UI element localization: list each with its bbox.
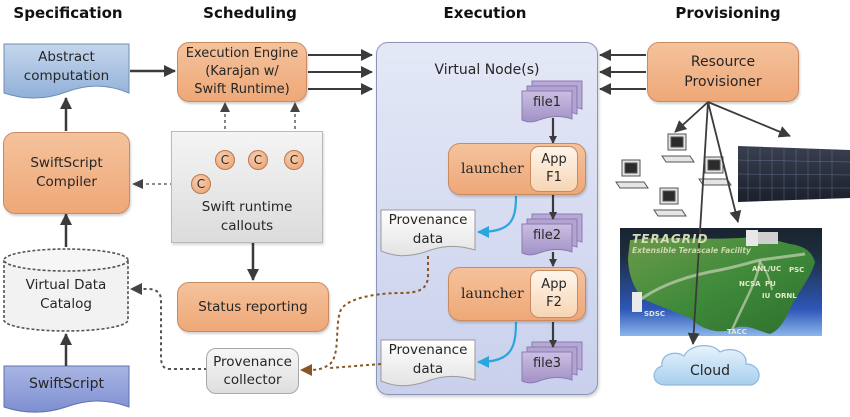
swiftscript-document (3, 365, 130, 413)
app-f2-box[interactable]: App F2 (530, 270, 578, 318)
arrow-launcher1-to-provenance (477, 195, 518, 238)
file1-label: file1 (532, 95, 562, 110)
workstation-cluster-icon (615, 133, 732, 217)
column-title-provisioning: Provisioning (675, 4, 781, 22)
teragrid-title: TERAGRID (632, 232, 709, 246)
resource-provisioner-box[interactable]: Resource Provisioner (647, 42, 799, 102)
swiftscript-label: SwiftScript (28, 376, 104, 392)
file2-label: file2 (532, 228, 562, 243)
site-pu: PU (765, 280, 776, 288)
teragrid-server-icon-3 (632, 292, 642, 312)
callouts-label: Swift runtime callouts (201, 199, 293, 234)
abstract-computation-document (3, 43, 130, 99)
virtual-data-catalog-cylinder (3, 248, 129, 332)
swiftscript-compiler-box[interactable]: SwiftScript Compiler (3, 132, 130, 214)
site-sdsc: SDSC (644, 310, 666, 318)
cloud-shape (653, 345, 760, 386)
arrow-collector-to-catalog (138, 288, 207, 370)
abstract-computation-label: Abstract computation (23, 49, 110, 84)
launcher-label-2: launcher (461, 285, 524, 302)
arrow-provisioner-to-teragrid (707, 101, 742, 223)
provenance-data-document-2 (380, 339, 476, 387)
file3-label: file3 (532, 356, 562, 371)
arrow-provisioner-to-workstations (674, 101, 709, 133)
teragrid-server-icon-2 (758, 232, 778, 244)
execution-engine-box[interactable]: Execution Engine (Karajan w/ Swift Runti… (177, 42, 307, 102)
app-f1-box[interactable]: App F1 (530, 146, 578, 192)
site-psc: PSC (789, 266, 805, 274)
provenance-data-document-1 (380, 209, 476, 257)
status-reporting-box[interactable]: Status reporting (177, 282, 329, 332)
provenance-collector-box[interactable]: Provenance collector (206, 348, 299, 394)
launcher-label-1: launcher (461, 160, 524, 177)
teragrid-server-icon-1 (746, 230, 758, 246)
file1-stack (521, 80, 583, 123)
column-title-scheduling: Scheduling (203, 4, 297, 22)
supercomputer-rack-icon (737, 146, 850, 202)
callout-c-1[interactable]: C (215, 150, 235, 170)
arrowhead-up-2 (290, 102, 300, 112)
callout-c-4[interactable]: C (191, 174, 211, 194)
arrowhead-up-1 (220, 102, 230, 112)
teragrid-map-image (620, 228, 822, 336)
site-ncsa: NCSA (739, 280, 761, 288)
arrow-provenance2-to-collector (329, 363, 382, 369)
site-anl-uc: ANL/UC (752, 265, 782, 273)
arrow-launcher2-to-provenance (477, 321, 518, 368)
arrow-provisioner-to-cloud (687, 101, 709, 345)
provenance-data-label-2: Provenance data (388, 342, 468, 377)
column-title-execution: Execution (443, 4, 527, 22)
teragrid-subtitle: Extensible Terascale Facility (632, 246, 751, 255)
site-iu: IU (762, 292, 771, 300)
arrow-provisioner-to-supercomputer (707, 101, 791, 138)
callout-c-2[interactable]: C (248, 150, 268, 170)
virtual-node-title: Virtual Node(s) (434, 62, 540, 78)
column-title-specification: Specification (13, 4, 123, 22)
cloud-label: Cloud (690, 363, 730, 379)
site-tacc: TACC (727, 328, 747, 336)
callout-c-3[interactable]: C (284, 150, 304, 170)
site-ornl: ORNL (775, 292, 797, 300)
provenance-data-label-1: Provenance data (388, 212, 468, 247)
file2-stack (521, 213, 583, 256)
virtual-data-catalog-label: Virtual Data Catalog (25, 277, 107, 312)
file3-stack (521, 341, 583, 384)
